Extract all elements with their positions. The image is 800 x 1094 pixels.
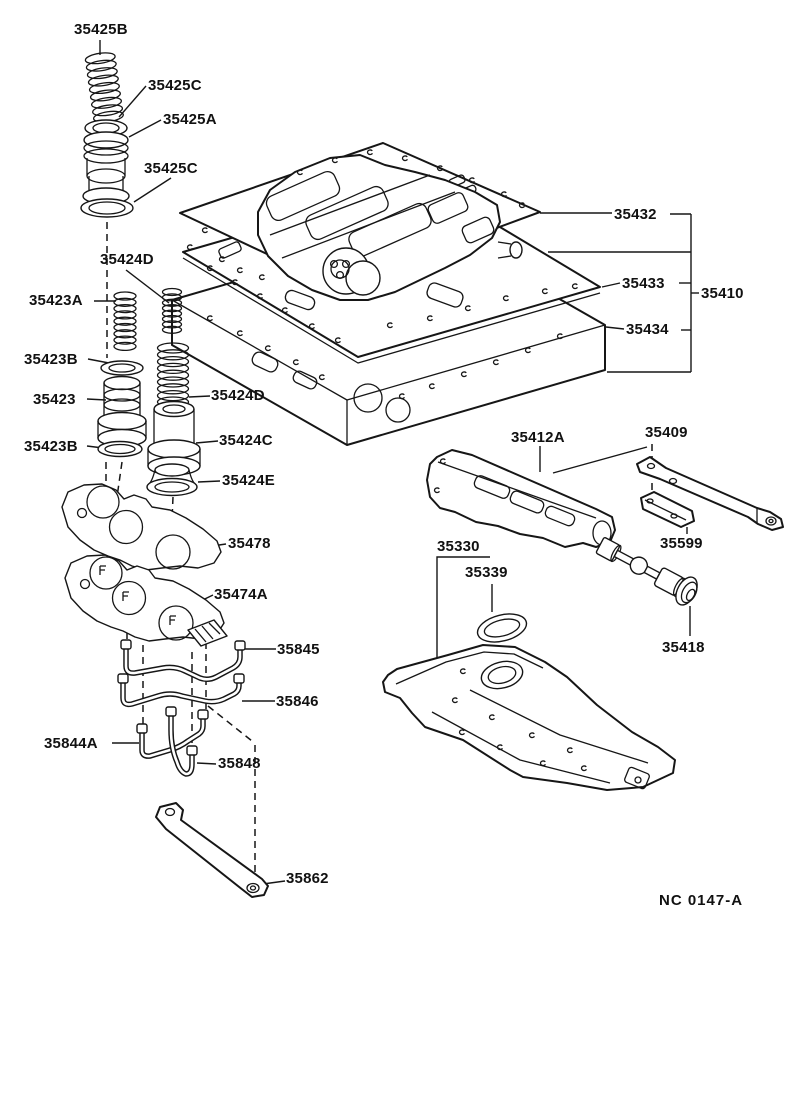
part-label-35846: 35846: [276, 693, 319, 710]
part-label-35434: 35434: [626, 321, 669, 338]
part-label-35478: 35478: [228, 535, 271, 552]
part-label-35425A: 35425A: [163, 111, 217, 128]
part-label-35424D-1: 35424D: [100, 251, 154, 268]
part-label-35409: 35409: [645, 424, 688, 441]
stay-35599: [640, 491, 695, 528]
gasket-35478: [61, 483, 222, 571]
part-label-35423B-2: 35423B: [24, 438, 78, 455]
tube-35846: [117, 673, 245, 708]
cup-35424E: [146, 463, 198, 497]
oil-strainer-35330: [382, 644, 676, 791]
spring-35424D-lower: [156, 342, 190, 408]
tube-35844A: [136, 709, 209, 759]
upper-valve-body-casting: [257, 154, 523, 311]
part-label-35862: 35862: [286, 870, 329, 887]
part-label-35423B-1: 35423B: [24, 351, 78, 368]
part-label-35424D-2: 35424D: [211, 387, 265, 404]
part-label-35410: 35410: [701, 285, 744, 302]
part-label-35599: 35599: [660, 535, 703, 552]
stay-35862: [155, 802, 269, 898]
part-label-35433: 35433: [622, 275, 665, 292]
oring-35423B-lower: [97, 440, 143, 458]
stay-35409: [636, 456, 784, 531]
part-label-35424E: 35424E: [222, 472, 275, 489]
oring-35339: [476, 613, 528, 643]
plate-35474A: [64, 554, 228, 647]
part-label-35423: 35423: [33, 391, 76, 408]
accumulator-piston-35425: [80, 52, 134, 218]
part-label-35425C-2: 35425C: [144, 160, 198, 177]
part-label-35425B: 35425B: [74, 21, 128, 38]
part-label-35412A: 35412A: [511, 429, 565, 446]
washer-35423B-upper: [100, 360, 144, 376]
part-label-35845: 35845: [277, 641, 320, 658]
manual-valve-body-35412A: [426, 449, 616, 548]
manual-valve-rod-35418: [595, 537, 698, 606]
part-label-35848: 35848: [218, 755, 261, 772]
part-label-35432: 35432: [614, 206, 657, 223]
piston-35423: [97, 375, 147, 448]
spring-35423A: [113, 291, 137, 352]
part-label-35423A: 35423A: [29, 292, 83, 309]
spring-35424D-upper: [161, 287, 183, 334]
leader-lines: [86, 40, 699, 885]
part-label-35418: 35418: [662, 639, 705, 656]
part-label-35339: 35339: [465, 564, 508, 581]
part-label-35474A: 35474A: [214, 586, 268, 603]
part-label-35424C: 35424C: [219, 432, 273, 449]
part-label-35330: 35330: [437, 538, 480, 555]
tube-35848: [165, 706, 198, 777]
drawing-code: NC 0147-A: [659, 892, 744, 909]
spring-35425B: [84, 52, 124, 123]
part-label-35844A: 35844A: [44, 735, 98, 752]
tube-35845: [120, 639, 246, 683]
part-label-35425C-1: 35425C: [148, 77, 202, 94]
